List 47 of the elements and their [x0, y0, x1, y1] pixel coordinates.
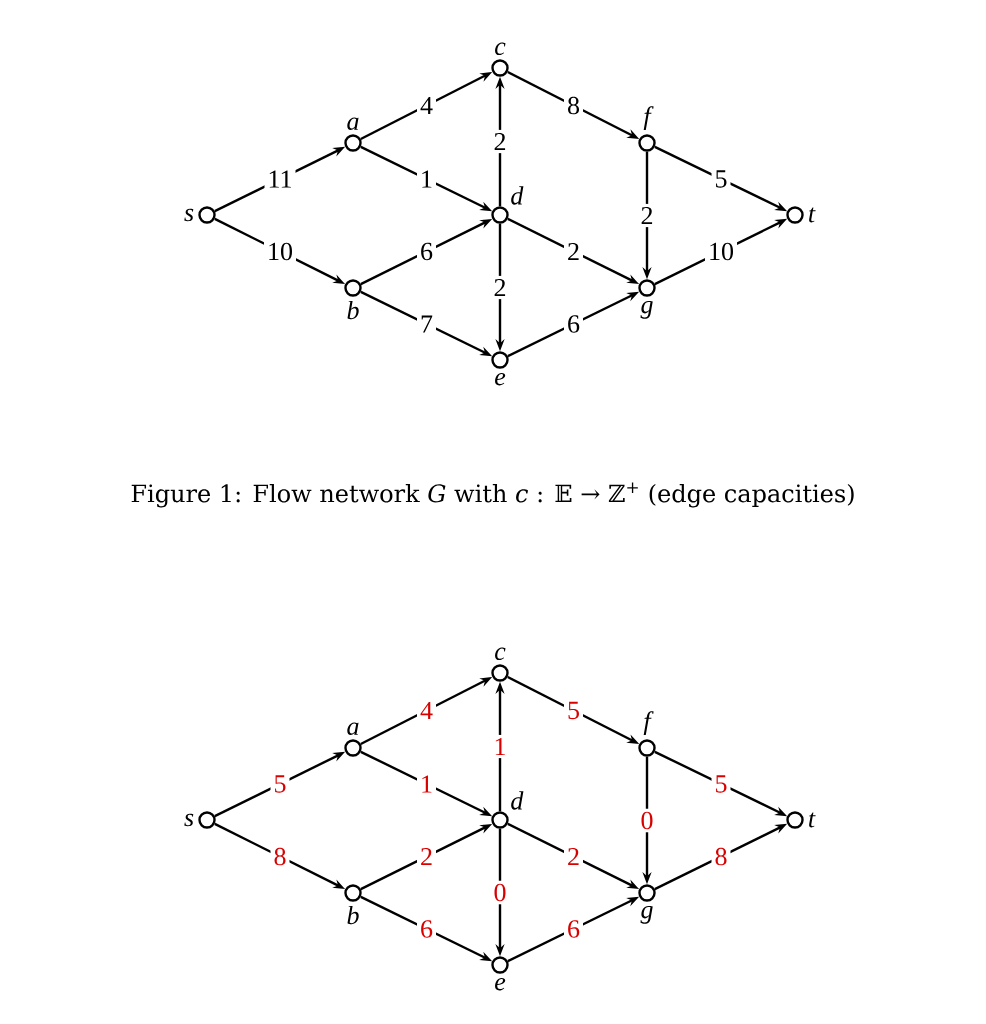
edge-label: 4 — [417, 93, 436, 118]
edge-label: 8 — [711, 844, 731, 869]
node-label: f — [643, 106, 654, 131]
edge-label: 5 — [711, 167, 731, 191]
edge-label: 5 — [270, 772, 290, 796]
edge-label: 6 — [417, 917, 436, 941]
edge-label: 2 — [417, 844, 436, 869]
edge-label: 2 — [490, 129, 510, 154]
edge-label: 0 — [490, 880, 510, 905]
edge-label: 2 — [490, 275, 510, 300]
edge-label: 8 — [270, 844, 290, 869]
edge-label: 4 — [417, 698, 436, 723]
node-label: c — [495, 647, 506, 661]
node-label: c — [495, 42, 506, 56]
edge-label: 2 — [564, 844, 583, 869]
edge-label: 1 — [417, 772, 436, 796]
node-label: t — [809, 812, 816, 828]
node-label: b — [347, 905, 359, 925]
edge-label: 2 — [564, 239, 583, 264]
node-label: g — [640, 300, 653, 319]
edge-label: 8 — [564, 93, 583, 118]
node-label: a — [347, 722, 359, 736]
edge-label: 2 — [637, 203, 657, 228]
node-label: f — [643, 711, 654, 736]
node-label: s — [184, 813, 194, 827]
edge-label: 5 — [711, 772, 731, 796]
edge-label: 6 — [564, 917, 583, 941]
edge-label: 10 — [264, 239, 296, 264]
edge-label: 6 — [417, 239, 436, 264]
edge-label: 6 — [564, 312, 583, 336]
node-label: t — [809, 207, 816, 223]
edge-label: 5 — [564, 698, 583, 723]
edge-label: 7 — [417, 312, 436, 336]
node-label: s — [184, 208, 194, 222]
node-label: g — [640, 905, 653, 924]
edge-label: 11 — [264, 167, 296, 191]
edge-label: 0 — [637, 808, 657, 833]
node-label: d — [511, 186, 524, 205]
edge-label: 10 — [705, 239, 737, 264]
node-label: b — [347, 300, 359, 320]
edge-label: 1 — [417, 167, 436, 191]
node-label: e — [495, 977, 506, 991]
node-label: d — [511, 791, 524, 810]
caption: Figure 1: Flow network G with c : 𝔼 → ℤ$^{+}$ (edge capacities) — [131, 482, 854, 508]
node-label: a — [347, 117, 359, 131]
node-label: e — [495, 372, 506, 386]
edge-label: 1 — [490, 734, 510, 759]
